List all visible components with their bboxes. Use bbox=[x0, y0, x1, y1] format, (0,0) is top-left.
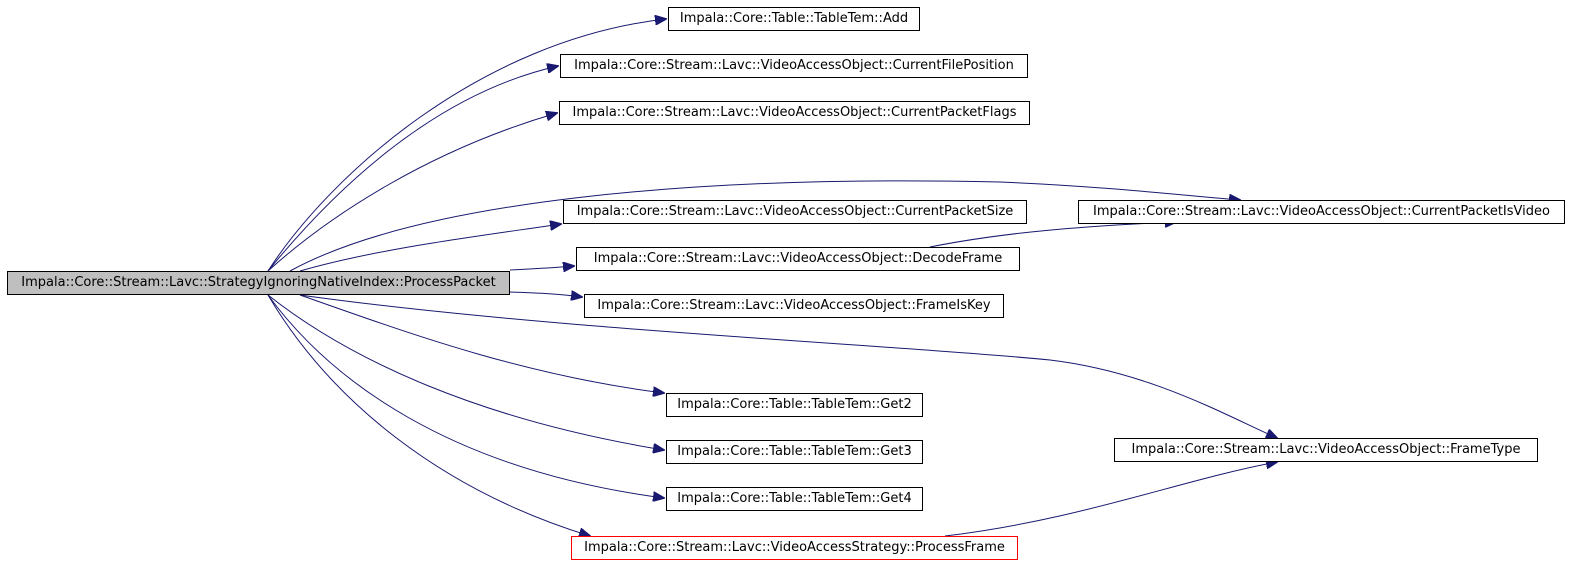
edge-decodeframe-to-curpktisvideo bbox=[929, 222, 1176, 248]
edge-root-to-get3 bbox=[267, 294, 664, 450]
node-frame-is-key[interactable]: Impala::Core::Stream::Lavc::VideoAccessO… bbox=[584, 294, 1004, 318]
edge-root-to-frametype bbox=[299, 294, 1277, 438]
node-table-tem-get2[interactable]: Impala::Core::Table::TableTem::Get2 bbox=[666, 393, 923, 417]
edge-root-to-decodeframe bbox=[509, 266, 574, 270]
edge-root-to-processframe bbox=[267, 294, 590, 536]
edge-root-to-curpktsize bbox=[299, 224, 561, 272]
edge-root-to-curpktflags bbox=[267, 113, 557, 272]
edge-processframe-to-frametype bbox=[944, 462, 1277, 537]
node-process-frame[interactable]: Impala::Core::Stream::Lavc::VideoAccessS… bbox=[571, 536, 1018, 560]
node-current-file-position[interactable]: Impala::Core::Stream::Lavc::VideoAccessO… bbox=[560, 54, 1028, 78]
node-frame-type[interactable]: Impala::Core::Stream::Lavc::VideoAccessO… bbox=[1114, 438, 1538, 462]
node-table-tem-get3[interactable]: Impala::Core::Table::TableTem::Get3 bbox=[666, 440, 923, 464]
node-table-tem-add[interactable]: Impala::Core::Table::TableTem::Add bbox=[668, 7, 920, 31]
node-decode-frame[interactable]: Impala::Core::Stream::Lavc::VideoAccessO… bbox=[576, 247, 1020, 271]
node-current-packet-flags[interactable]: Impala::Core::Stream::Lavc::VideoAccessO… bbox=[559, 101, 1030, 125]
node-current-packet-size[interactable]: Impala::Core::Stream::Lavc::VideoAccessO… bbox=[563, 200, 1027, 224]
edge-root-to-curpktisvideo bbox=[289, 180, 1240, 272]
edge-root-to-get2 bbox=[299, 294, 664, 393]
node-process-packet: Impala::Core::Stream::Lavc::StrategyIgno… bbox=[7, 271, 510, 295]
node-current-packet-is-video[interactable]: Impala::Core::Stream::Lavc::VideoAccessO… bbox=[1078, 200, 1565, 224]
edge-root-to-get4 bbox=[267, 294, 664, 498]
node-table-tem-get4[interactable]: Impala::Core::Table::TableTem::Get4 bbox=[666, 487, 923, 511]
edge-root-to-add bbox=[267, 19, 666, 272]
edge-root-to-frameiskey bbox=[509, 292, 582, 297]
edge-root-to-curfilepos bbox=[267, 66, 558, 272]
